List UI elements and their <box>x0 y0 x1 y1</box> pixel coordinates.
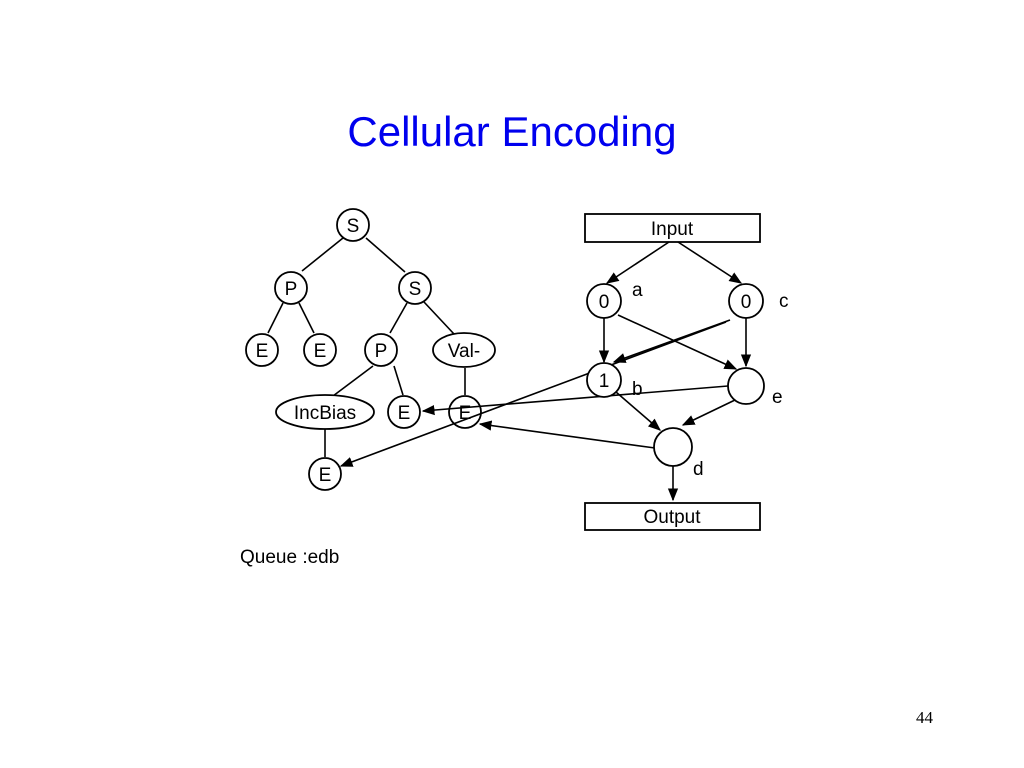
edge-s-val <box>423 301 455 335</box>
edge-d-tree-e <box>478 420 656 449</box>
tree-node-valminus-label: Val- <box>448 341 480 362</box>
output-label: Output <box>643 507 701 528</box>
network-label-a: a <box>632 280 643 301</box>
tree-node-p-left-label: P <box>285 279 298 300</box>
edge-p-e1 <box>267 302 284 334</box>
tree-node-s-root: S <box>336 208 370 242</box>
network-edges <box>339 241 752 502</box>
edge-e-d <box>681 399 736 426</box>
tree-node-e5: E <box>308 457 342 491</box>
output-box: Output <box>584 502 761 531</box>
tree-node-e1-label: E <box>256 341 269 362</box>
edge-a-e <box>617 314 738 370</box>
edge-b-d <box>615 391 661 431</box>
network-node-c: 0 <box>728 283 764 319</box>
tree-node-p-inner-label: P <box>375 341 388 362</box>
network-node-d <box>653 427 693 467</box>
edge-input-a <box>605 241 670 284</box>
queue-text: Queue :edb <box>240 547 340 568</box>
tree-node-incbias: IncBias <box>275 394 375 430</box>
tree-node-e2-label: E <box>314 341 327 362</box>
tree-node-s-root-label: S <box>347 216 360 237</box>
tree-node-p-left: P <box>274 271 308 305</box>
network-label-c: c <box>779 291 789 312</box>
tree-node-e2: E <box>303 333 337 367</box>
network-label-b: b <box>632 379 643 400</box>
tree-node-valminus: Val- <box>432 332 496 368</box>
tree-node-e1: E <box>245 333 279 367</box>
input-box: Input <box>584 213 761 243</box>
slide-title: Cellular Encoding <box>347 108 677 155</box>
tree-node-s-right-label: S <box>409 279 422 300</box>
edge-s-s <box>365 237 406 273</box>
network-node-a-value: 0 <box>599 292 610 313</box>
tree-node-p-inner: P <box>364 333 398 367</box>
tree-node-incbias-label: IncBias <box>294 403 356 424</box>
edge-p-e2 <box>298 302 315 334</box>
edge-s-p2 <box>389 302 408 334</box>
network-node-a: 0 <box>586 283 622 319</box>
edge-s-p <box>301 237 344 272</box>
edge-e-tree-e <box>421 385 729 416</box>
network-node-c-value: 0 <box>741 292 752 313</box>
tree-node-e5-label: E <box>319 465 332 486</box>
tree-node-e3-label: E <box>398 403 411 424</box>
edge-p2-e <box>393 365 404 396</box>
network-label-d: d <box>693 459 704 480</box>
tree-edges <box>267 237 466 457</box>
network-node-b-value: 1 <box>599 371 610 392</box>
page-number: 44 <box>916 708 933 727</box>
edge-p2-incbias <box>332 365 374 397</box>
network-node-e <box>727 367 765 405</box>
network-label-e: e <box>772 387 783 408</box>
edge-c-tree-e <box>339 321 727 467</box>
input-label: Input <box>651 219 694 240</box>
tree-node-s-right: S <box>398 271 432 305</box>
edge-input-c <box>677 241 743 284</box>
network-node-b: 1 <box>586 362 622 398</box>
tree-node-e3: E <box>387 395 421 429</box>
